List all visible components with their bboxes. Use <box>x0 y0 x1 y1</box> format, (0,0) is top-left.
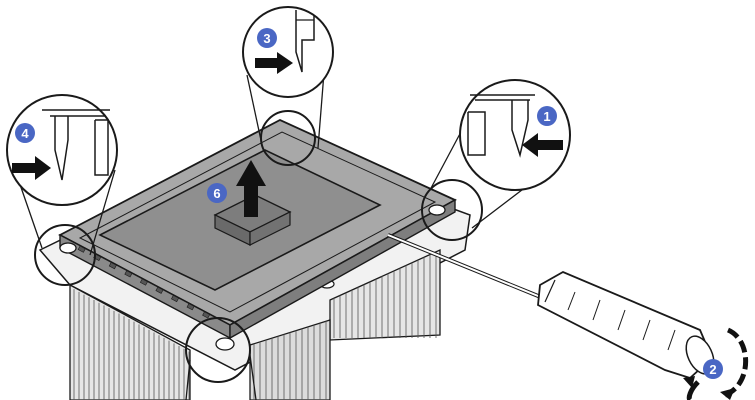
step-badge-2: 2 <box>703 359 723 379</box>
arrow-left-icon <box>522 133 563 157</box>
retention-clip-icon <box>42 109 110 181</box>
retention-clip-icon <box>467 94 535 158</box>
screwdriver-handle <box>537 270 714 380</box>
processor-carrier-icon <box>58 118 457 351</box>
step-label-1: 1 <box>543 109 550 124</box>
heat-sink-fins-left <box>69 283 191 400</box>
carrier-notch <box>202 311 211 319</box>
arrow-up-icon <box>236 160 266 217</box>
carrier-notch <box>171 294 180 303</box>
carrier-corner-hole <box>215 337 235 351</box>
callout-magnifier-bottom <box>185 317 257 400</box>
carrier-corner-hole <box>59 242 77 254</box>
callout-magnifier-4 <box>6 94 118 286</box>
step-badge-4: 4 <box>15 123 35 143</box>
carrier-notch <box>155 286 164 294</box>
step-badge-3: 3 <box>257 28 277 48</box>
processor-lid-side-right <box>249 211 291 246</box>
step-label-4: 4 <box>21 126 29 141</box>
carrier-inner-edge <box>78 131 437 313</box>
carrier-notch <box>108 262 117 270</box>
carrier-notch <box>77 245 86 253</box>
rotate-icon <box>683 327 749 400</box>
step-label-3: 3 <box>263 31 270 46</box>
step-label-6: 6 <box>213 186 220 201</box>
retention-clip-icon <box>295 10 315 73</box>
carrier-corner-hole <box>428 204 446 216</box>
step-label-2: 2 <box>709 362 716 377</box>
carrier-right-lip <box>229 198 456 340</box>
step-badge-1: 1 <box>537 106 557 126</box>
step-badge-6: 6 <box>207 183 227 203</box>
carrier-notch <box>186 303 195 311</box>
arrow-right-icon <box>12 156 51 180</box>
carrier-notch <box>124 270 133 278</box>
arrow-right-icon <box>255 52 293 74</box>
carrier-notch <box>139 278 148 286</box>
